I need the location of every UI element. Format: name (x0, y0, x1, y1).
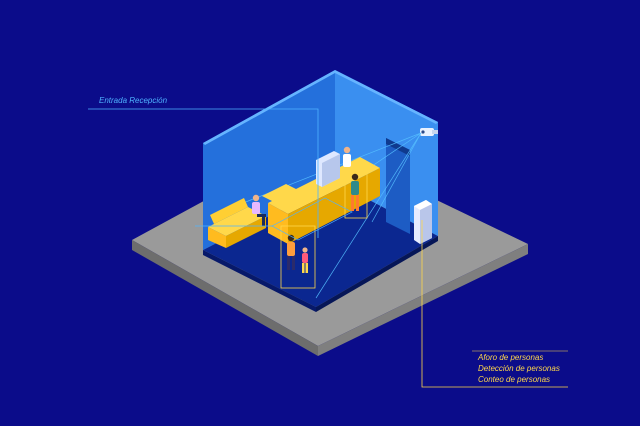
room-floor-front-edge (203, 250, 316, 312)
security-camera-icon (420, 128, 438, 136)
person-child-entrance (302, 247, 308, 273)
detection-boxes (280, 167, 368, 289)
ground-slab-left-edge (132, 240, 318, 356)
room-floor (203, 182, 438, 307)
entrance-door (386, 138, 410, 234)
lobby-sofa (208, 198, 266, 248)
metric-counting: Conteo de personas (478, 375, 551, 384)
detection-box-standing (344, 167, 368, 219)
reception-zone-outline (271, 197, 353, 241)
ground-slab-right-edge (318, 244, 528, 356)
computer-monitor (316, 151, 340, 187)
leader-line-metrics (421, 220, 568, 388)
person-seated-sofa (252, 194, 266, 226)
entrance-label: Entrada Recepción (99, 96, 168, 105)
metric-capacity: Aforo de personas (478, 353, 544, 362)
room-floor-right-edge (316, 236, 438, 312)
detection-box-entrance (280, 225, 316, 289)
water-dispenser (414, 200, 432, 244)
metrics-label-group: Aforo de personas Detección de personas … (478, 352, 560, 385)
entrance-door-frame (386, 138, 410, 156)
metric-detection: Detección de personas (478, 364, 560, 373)
person-standing-orange (351, 173, 359, 211)
person-receptionist (343, 146, 351, 167)
person-adult-entrance (287, 234, 295, 270)
leader-line-entrance (88, 108, 319, 238)
